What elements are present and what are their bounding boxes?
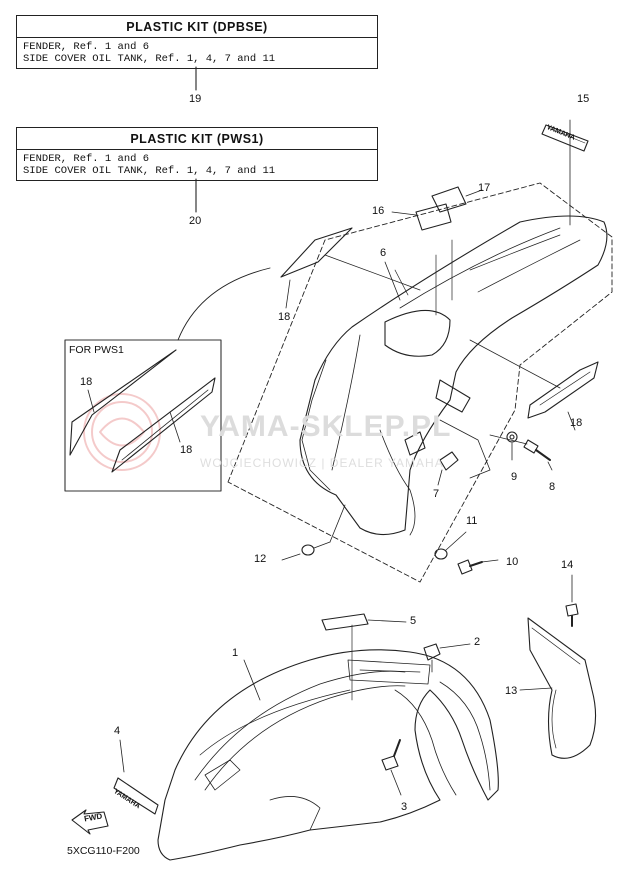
callout-2: 2 — [474, 636, 481, 648]
part-11-collar — [434, 548, 448, 560]
part-10-bolt — [457, 559, 473, 575]
diagram-code: 5XCG110-F200 — [67, 845, 140, 857]
kit-box-pws1: PLASTIC KIT (PWS1) FENDER, Ref. 1 and 6 … — [16, 127, 378, 181]
kit-line: FENDER, Ref. 1 and 6 — [23, 41, 150, 53]
kit-title: PLASTIC KIT (PWS1) — [17, 128, 377, 150]
rear-fender-envelope — [227, 182, 613, 583]
inset-box — [64, 339, 222, 492]
decal-17 — [431, 186, 467, 213]
callout-7: 7 — [433, 488, 440, 500]
part-2-nut — [423, 643, 441, 661]
decal-5 — [321, 613, 369, 631]
callout-18: 18 — [570, 417, 583, 429]
kit-title: PLASTIC KIT (DPBSE) — [17, 16, 377, 38]
part-13-mudguard — [527, 617, 597, 759]
inset-decal-lower — [111, 377, 216, 473]
callout-6: 6 — [380, 247, 387, 259]
decal-18-upper — [280, 227, 353, 278]
fwd-arrow-icon — [71, 809, 109, 835]
inset-decal-upper — [69, 349, 177, 456]
callout-8: 8 — [549, 481, 556, 493]
decal-16 — [415, 203, 452, 231]
decal-4 — [113, 777, 159, 815]
part-9-washer — [506, 431, 518, 443]
kit-box-dpbse: PLASTIC KIT (DPBSE) FENDER, Ref. 1 and 6… — [16, 15, 378, 69]
inset-callout-18: 18 — [80, 376, 93, 388]
watermark-subtext: WOJCIECHOWICZ | DEALER YAMAHA — [200, 456, 444, 470]
inset-connector — [177, 267, 271, 341]
part-14-bolt — [565, 603, 579, 617]
rear-fender-body — [299, 215, 608, 536]
callout-19: 19 — [189, 93, 202, 105]
part-7-nut — [439, 451, 459, 471]
kit-line: FENDER, Ref. 1 and 6 — [23, 153, 150, 165]
callout-17: 17 — [478, 182, 491, 194]
callout-12: 12 — [254, 553, 267, 565]
callout-11: 11 — [466, 515, 478, 527]
part-8-bolt — [523, 439, 539, 454]
watermark-logo — [83, 393, 161, 471]
part-3-bolt — [381, 755, 399, 771]
inset-title: FOR PWS1 — [69, 344, 124, 356]
callout-16: 16 — [372, 205, 385, 217]
decal-15 — [541, 124, 589, 152]
callout-18: 18 — [278, 311, 291, 323]
front-fender-body — [157, 649, 499, 861]
callout-20: 20 — [189, 215, 202, 227]
callout-1: 1 — [232, 647, 239, 659]
callout-13: 13 — [505, 685, 518, 697]
decal-18-side — [527, 361, 599, 419]
kit-line: SIDE COVER OIL TANK, Ref. 1, 4, 7 and 11 — [23, 165, 276, 177]
callout-3: 3 — [401, 801, 408, 813]
callout-5: 5 — [410, 615, 417, 627]
callout-15: 15 — [577, 93, 590, 105]
callout-4: 4 — [114, 725, 121, 737]
callout-14: 14 — [561, 559, 574, 571]
callout-9: 9 — [511, 471, 518, 483]
kit-line: SIDE COVER OIL TANK, Ref. 1, 4, 7 and 11 — [23, 53, 276, 65]
inset-callout-18: 18 — [180, 444, 193, 456]
callout-10: 10 — [506, 556, 519, 568]
part-12-grommet — [301, 544, 315, 556]
watermark-text: YAMA-SKLEP.PL — [200, 410, 452, 443]
